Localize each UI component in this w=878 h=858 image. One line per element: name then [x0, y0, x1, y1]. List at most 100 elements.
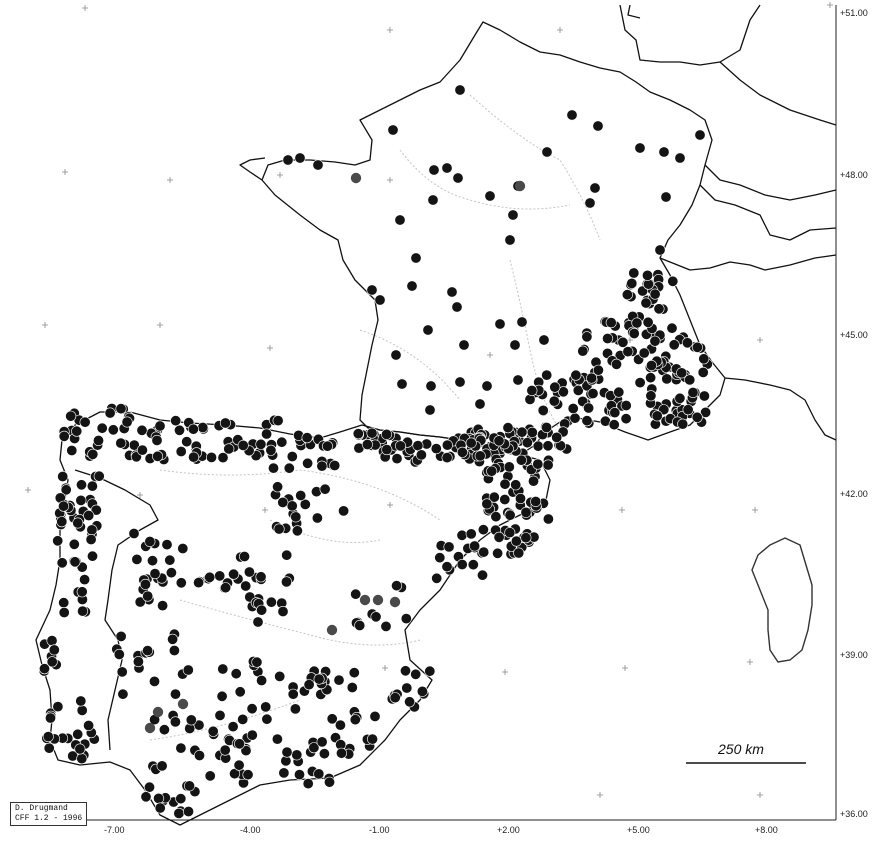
- occurrence-dot: [422, 324, 434, 336]
- occurrence-dot: [183, 805, 195, 817]
- occurrence-dot: [158, 724, 170, 736]
- occurrence-dot: [687, 386, 699, 398]
- sardinia-outline: [751, 537, 813, 663]
- borders: [35, 4, 837, 826]
- graticule-cross: [597, 792, 603, 798]
- occurrence-dot-highlighted: [389, 596, 401, 608]
- occurrence-dot: [260, 701, 272, 713]
- occurrence-dot: [291, 749, 303, 761]
- occurrence-dot: [157, 600, 169, 612]
- occurrence-dot: [451, 301, 463, 313]
- occurrence-dot: [541, 369, 553, 381]
- occurrence-dot: [654, 244, 666, 256]
- occurrence-dot: [661, 373, 673, 385]
- occurrence-dot: [441, 561, 453, 573]
- occurrence-dot: [609, 407, 621, 419]
- occurrence-dot: [481, 498, 493, 510]
- occurrence-dot: [521, 437, 533, 449]
- occurrence-dot: [204, 770, 216, 782]
- occurrence-dot: [346, 681, 358, 693]
- occurrence-dot: [52, 535, 64, 547]
- occurrence-dot: [577, 345, 589, 357]
- occurrence-dot-highlighted: [144, 722, 156, 734]
- occurrence-dot: [592, 120, 604, 132]
- occurrence-dot: [74, 743, 86, 755]
- occurrence-dot: [301, 432, 313, 444]
- occurrence-dot: [132, 656, 144, 668]
- occurrence-dot: [136, 424, 148, 436]
- occurrence-dot: [350, 588, 362, 600]
- occurrence-dot: [177, 542, 189, 554]
- occurrence-dot: [504, 234, 516, 246]
- occurrence-dot-highlighted: [350, 172, 362, 184]
- occurrence-dot: [115, 630, 127, 642]
- occurrence-dot: [237, 713, 249, 725]
- occurrence-dot: [281, 746, 293, 758]
- occurrence-dot: [589, 182, 601, 194]
- occurrence-dot: [516, 426, 528, 438]
- occurrence-dot: [510, 479, 522, 491]
- occurrence-dot: [631, 317, 643, 329]
- graticule-cross: [137, 492, 143, 498]
- occurrence-dot: [289, 703, 301, 715]
- occurrence-dot: [75, 494, 87, 506]
- occurrence-dot: [549, 381, 561, 393]
- occurrence-dot: [465, 528, 477, 540]
- occurrence-dot: [217, 452, 229, 464]
- occurrence-dot: [168, 644, 180, 656]
- occurrence-dot: [214, 709, 226, 721]
- occurrence-dot: [456, 558, 468, 570]
- occurrence-dot: [149, 568, 161, 580]
- occurrence-dot: [273, 523, 285, 535]
- occurrence-dot: [494, 318, 506, 330]
- occurrence-dot: [156, 760, 168, 772]
- occurrence-dot: [567, 402, 579, 414]
- occurrence-dot: [219, 417, 231, 429]
- occurrence-dot: [52, 701, 64, 713]
- occurrence-dot: [76, 586, 88, 598]
- occurrence-dot: [107, 424, 119, 436]
- occurrence-dot: [243, 566, 255, 578]
- occurrence-dot: [187, 423, 199, 435]
- occurrence-dot: [658, 146, 670, 158]
- occurrence-dot: [316, 736, 328, 748]
- occurrence-dot: [452, 172, 464, 184]
- occurrence-dot: [369, 710, 381, 722]
- occurrence-dot: [170, 415, 182, 427]
- occurrence-dot: [117, 688, 129, 700]
- occurrence-dot: [323, 776, 335, 788]
- occurrence-dot: [44, 712, 56, 724]
- occurrence-dot: [278, 767, 290, 779]
- occurrence-dot: [128, 527, 140, 539]
- graticule-cross: [752, 507, 758, 513]
- occurrence-dot: [481, 380, 493, 392]
- occurrence-dot: [295, 489, 307, 501]
- occurrence-dot: [691, 341, 703, 353]
- occurrence-dot: [86, 524, 98, 536]
- alps-border: [704, 164, 837, 201]
- occurrence-dot: [527, 475, 539, 487]
- occurrence-dot: [493, 531, 505, 543]
- occurrence-dot: [175, 577, 187, 589]
- occurrence-dot: [140, 578, 152, 590]
- occurrence-dot: [628, 327, 640, 339]
- graticule-cross: [157, 322, 163, 328]
- occurrence-dot: [144, 781, 156, 793]
- occurrence-dot: [583, 402, 595, 414]
- occurrence-dot-highlighted: [152, 706, 164, 718]
- occurrence-dot: [474, 398, 486, 410]
- occurrence-dot: [87, 550, 99, 562]
- occurrence-dot: [239, 550, 251, 562]
- occurrence-dot: [478, 546, 490, 558]
- occurrence-dot: [493, 435, 505, 447]
- occurrence-dot: [620, 399, 632, 411]
- occurrence-dot: [333, 674, 345, 686]
- occurrence-dot: [272, 481, 284, 493]
- occurrence-dot: [628, 267, 640, 279]
- occurrence-dot: [581, 415, 593, 427]
- occurrence-dot: [572, 384, 584, 396]
- occurrence-dot: [142, 645, 154, 657]
- credit-version: CFF 1.2 - 1996: [15, 814, 83, 823]
- occurrence-dot: [165, 567, 177, 579]
- occurrence-dot: [83, 509, 95, 521]
